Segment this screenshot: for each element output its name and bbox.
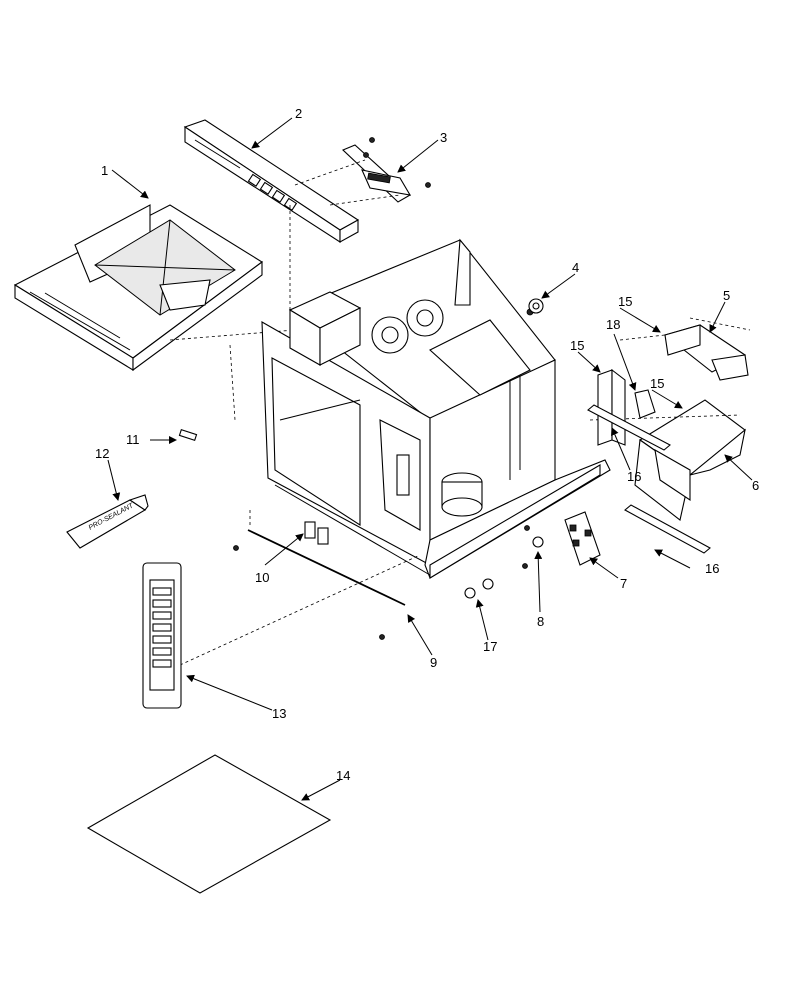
part-6-duct-channel	[634, 399, 746, 521]
part-12-sealant-tube: PRO-SEALANT	[66, 494, 149, 549]
part-8-thermal-switch	[532, 536, 544, 548]
callout-2: 2	[295, 106, 302, 121]
callout-4: 4	[572, 260, 579, 275]
callout-6: 6	[752, 478, 759, 493]
part-7-terminal-block	[564, 511, 601, 566]
callout-8: 8	[537, 614, 544, 629]
part-16-rail-upper	[587, 404, 671, 451]
callout-7: 7	[620, 576, 627, 591]
callout-3: 3	[440, 130, 447, 145]
part-2-control-panel	[183, 119, 360, 244]
callout-15a: 15	[618, 294, 632, 309]
callout-15c: 15	[650, 376, 664, 391]
part-1-cabinet-tray	[13, 204, 263, 372]
callout-5: 5	[723, 288, 730, 303]
callout-18: 18	[606, 317, 620, 332]
callout-13: 13	[272, 706, 286, 721]
main-chassis	[261, 238, 611, 579]
callout-10: 10	[255, 570, 269, 585]
part-17-clips	[464, 578, 494, 599]
part-16-rail-lower	[624, 504, 711, 554]
callout-1: 1	[101, 163, 108, 178]
part-13-keypad-panel	[142, 562, 182, 709]
part-15-baffle-left	[597, 368, 626, 446]
part-14-sheet	[86, 754, 332, 894]
part-3-control-bracket	[342, 137, 431, 203]
callout-9: 9	[430, 655, 437, 670]
callout-16b: 16	[705, 561, 719, 576]
leader-lines	[107, 117, 753, 801]
part-5-air-duct	[663, 324, 749, 381]
part-11-clip	[178, 428, 198, 442]
part-18-bracket	[634, 389, 656, 419]
part-9-seal-strip	[247, 529, 406, 606]
callout-11: 11	[126, 432, 140, 447]
callout-15b: 15	[570, 338, 584, 353]
callout-14: 14	[336, 768, 350, 783]
part-4-grommet	[528, 298, 544, 314]
part-10-spacers	[304, 521, 329, 545]
callout-17: 17	[483, 639, 497, 654]
callout-labels: 1 2 3 4 5 6 7 8 9 10 11 12 13 14 15 15 1…	[95, 106, 759, 783]
callout-12: 12	[95, 446, 109, 461]
callout-16a: 16	[627, 469, 641, 484]
